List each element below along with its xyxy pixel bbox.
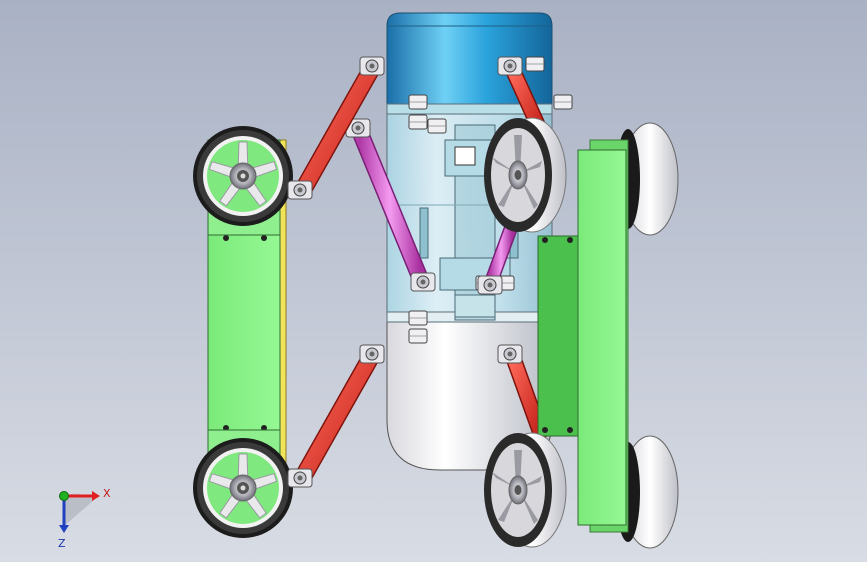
- left-upper-wheel: [192, 125, 294, 227]
- triad-y-axis: [59, 491, 69, 501]
- triad-x-label: X: [103, 487, 111, 500]
- upper-left-rod-pivot-bottom: [287, 180, 313, 200]
- strut-joint-right: [477, 275, 503, 295]
- left-lower-wheel: [192, 437, 294, 539]
- triad-z-label: Z: [58, 537, 66, 550]
- right-upper-wheel: [483, 117, 567, 233]
- right-track-plate: [577, 149, 627, 526]
- coordinate-triad: X Z: [58, 487, 111, 550]
- upper-left-red-rod: [294, 59, 381, 199]
- lower-left-rod-pivot-bottom: [287, 468, 313, 488]
- left-track-plate: [207, 221, 281, 453]
- triad-x-arrow: [92, 491, 100, 501]
- diagonal-strut-left: [351, 123, 429, 287]
- lower-right-red-rod: [504, 346, 548, 440]
- lower-right-rod-pivot: [497, 344, 523, 364]
- upper-left-rod-pivot-top: [359, 56, 385, 76]
- triad-z-arrow: [59, 525, 69, 533]
- diagonal-strut-right: [483, 218, 519, 292]
- right-track-module: [537, 149, 627, 526]
- lower-left-rod-pivot-top: [359, 344, 385, 364]
- upper-right-rod-pivot: [497, 56, 523, 76]
- strut-joint-bottom: [410, 272, 436, 292]
- right-lower-wheel: [483, 432, 567, 548]
- lower-left-red-rod: [294, 346, 381, 486]
